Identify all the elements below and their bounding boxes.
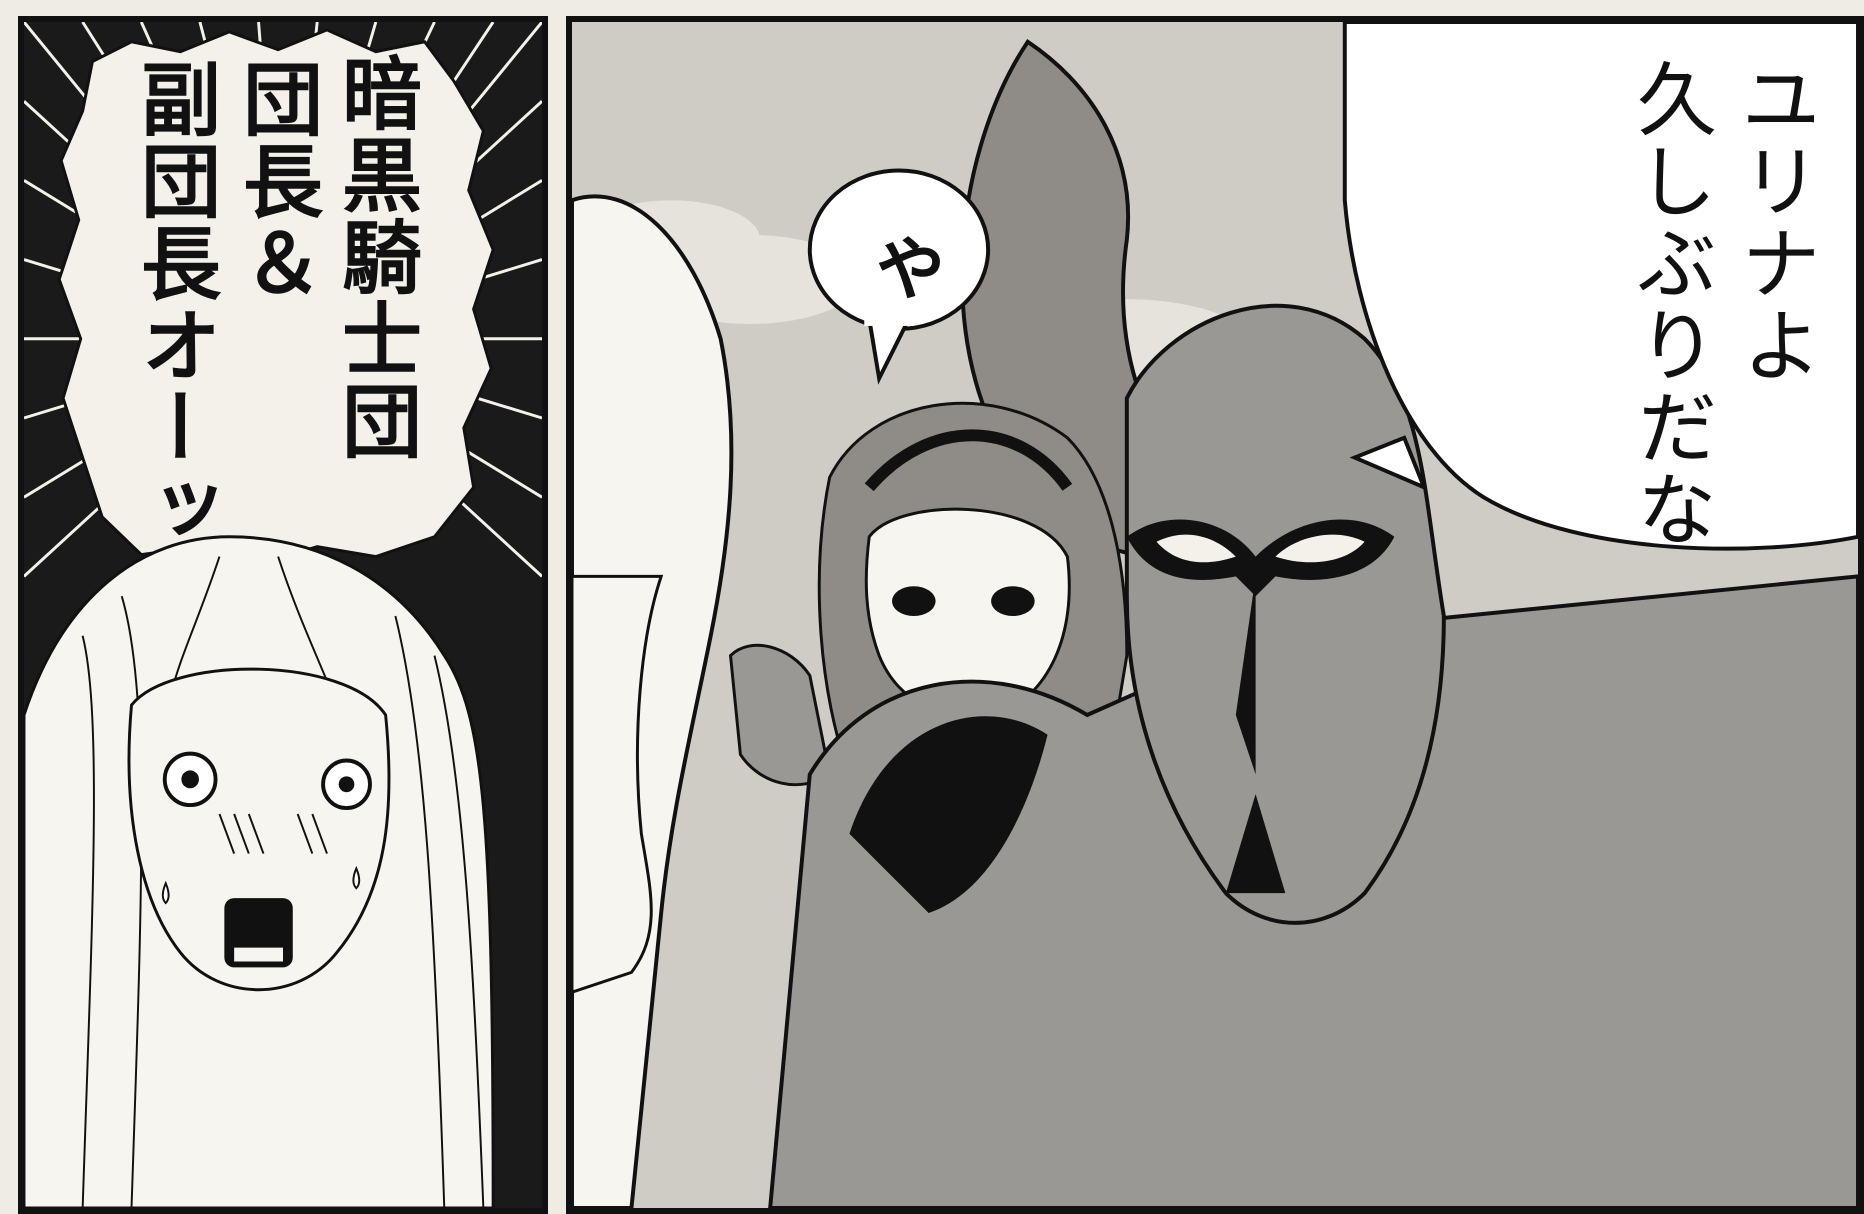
knight-helmet-ridge (1235, 576, 1256, 775)
knight-shoulder-shadow (849, 716, 1048, 913)
sweat-drop (161, 880, 170, 905)
shout-text-line: 副団長オーッ (128, 58, 221, 550)
panel-right (566, 16, 1864, 1214)
girl-face (127, 667, 391, 992)
knight-helmet-chin (1225, 794, 1286, 894)
girl-right-pupil (338, 776, 355, 793)
shout-text-line: 暗黒騎士団 (329, 52, 422, 462)
shout-text-line: 団長＆ (230, 58, 323, 304)
sweat-drop (352, 865, 361, 890)
knight-speech-line: 久しぶりだな (1624, 58, 1717, 550)
girl-left-pupil (181, 770, 199, 789)
small-bubble-tail-mask (864, 314, 914, 326)
knight-speech-bubble (1342, 22, 1858, 551)
girl-teeth (234, 947, 283, 962)
peeking-girl-right-eye (991, 586, 1035, 616)
knight-eye-glow-right (1275, 534, 1365, 563)
small-bubble-text: や (864, 232, 946, 304)
panel-left-art (24, 22, 542, 1208)
shout-bubble (57, 28, 495, 567)
girl-shock-lines (218, 813, 328, 854)
panel-left (18, 16, 548, 1214)
panel-right-art (572, 22, 1858, 1208)
woman-face-profile (572, 574, 664, 994)
knight-speech-line: ユリナよ (1728, 58, 1821, 386)
peeking-girl-left-eye (892, 586, 936, 616)
peeking-girl-headband (864, 429, 1073, 492)
girl-hair-strands (81, 556, 485, 1208)
knight-eye-glow-left (1156, 534, 1236, 563)
knight-bubble-tail (1349, 435, 1428, 491)
